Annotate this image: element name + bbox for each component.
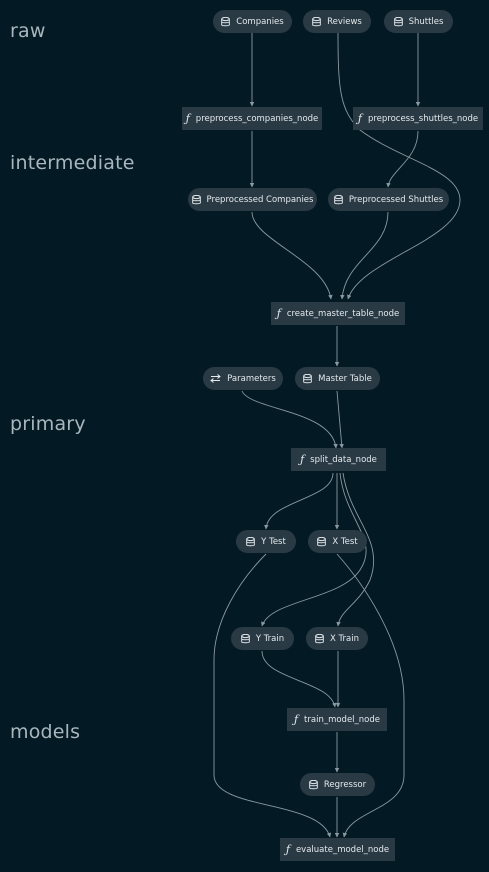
database-icon: [393, 16, 403, 27]
node-label: Shuttles: [408, 16, 444, 27]
edge-prep-companies-master: [251, 211, 333, 300]
database-icon: [312, 16, 321, 27]
layer-label-models: models: [10, 721, 81, 743]
node-label: evaluate_model_node: [295, 844, 390, 855]
database-icon: [309, 779, 318, 790]
function-icon: ƒ: [185, 112, 190, 125]
node-label: Companies: [236, 16, 284, 27]
edge-parameters-split: [241, 390, 338, 449]
edge-prep-shuttles-master: [340, 211, 389, 300]
node-label: Y Test: [261, 536, 286, 547]
database-icon: [334, 194, 343, 205]
dataset-node-master-table[interactable]: Master Table: [295, 367, 380, 390]
node-label: Preprocessed Shuttles: [348, 194, 444, 205]
edge-reviews-master: [337, 32, 461, 300]
node-label: create_master_table_node: [286, 308, 400, 319]
edge-split-ytrain: [261, 472, 367, 627]
dataset-node-x-train[interactable]: X Train: [306, 627, 368, 650]
database-icon: [221, 16, 231, 27]
function-icon: ƒ: [285, 843, 290, 856]
database-icon: [315, 633, 324, 644]
layer-label-primary: primary: [10, 413, 86, 435]
node-label: preprocess_companies_node: [195, 113, 319, 124]
task-node-preprocess-shuttles[interactable]: ƒ preprocess_shuttles_node: [353, 107, 483, 130]
edge-table-split: [336, 390, 344, 449]
edge-split-xtrain: [336, 472, 375, 627]
dataset-node-regressor[interactable]: Regressor: [300, 773, 375, 796]
node-label: Parameters: [227, 373, 276, 384]
layer-label-intermediate: intermediate: [10, 152, 135, 174]
function-icon: ƒ: [300, 453, 305, 466]
task-node-create-master-table[interactable]: ƒ create_master_table_node: [271, 302, 405, 325]
dataset-node-preprocessed-shuttles[interactable]: Preprocessed Shuttles: [328, 188, 449, 211]
edge-ytest-evaluate: [213, 553, 332, 838]
dataset-node-reviews[interactable]: Reviews: [303, 10, 371, 33]
node-label: split_data_node: [310, 454, 377, 465]
function-icon: ƒ: [293, 713, 299, 726]
layer-label-raw: raw: [10, 20, 46, 42]
database-icon: [246, 536, 255, 547]
node-label: Preprocessed Companies: [206, 194, 314, 205]
dataset-node-y-train[interactable]: Y Train: [231, 627, 294, 650]
edge-xtest-evaluate: [336, 553, 405, 838]
task-node-evaluate-model[interactable]: ƒ evaluate_model_node: [280, 838, 395, 861]
task-node-train-model[interactable]: ƒ train_model_node: [287, 708, 387, 731]
edge-preprocess-shuttles-out: [386, 130, 419, 188]
node-label: X Test: [332, 536, 358, 547]
node-label: Y Train: [255, 633, 285, 644]
node-label: train_model_node: [304, 714, 381, 725]
edge-split-ytest: [264, 472, 334, 530]
parameters-icon: [210, 374, 221, 383]
function-icon: ƒ: [357, 112, 362, 125]
node-label: Reviews: [327, 16, 362, 27]
dataset-node-shuttles[interactable]: Shuttles: [384, 10, 453, 33]
node-label: Regressor: [323, 779, 367, 790]
node-label: preprocess_shuttles_node: [367, 113, 479, 124]
database-icon: [317, 536, 327, 547]
dataset-node-y-test[interactable]: Y Test: [236, 530, 296, 553]
node-label: Master Table: [318, 373, 372, 384]
dataset-node-x-test[interactable]: X Test: [308, 530, 367, 553]
edge-ytrain-train: [261, 650, 337, 708]
task-node-split-data[interactable]: ƒ split_data_node: [291, 448, 386, 471]
database-icon: [303, 373, 312, 384]
database-icon: [241, 633, 250, 644]
database-icon: [191, 194, 201, 205]
dataset-node-companies[interactable]: Companies: [213, 10, 292, 33]
node-label: X Train: [330, 633, 359, 644]
function-icon: ƒ: [276, 307, 281, 320]
dataset-node-preprocessed-companies[interactable]: Preprocessed Companies: [188, 188, 317, 211]
task-node-preprocess-companies[interactable]: ƒ preprocess_companies_node: [182, 107, 322, 130]
parameters-node[interactable]: Parameters: [203, 367, 283, 390]
